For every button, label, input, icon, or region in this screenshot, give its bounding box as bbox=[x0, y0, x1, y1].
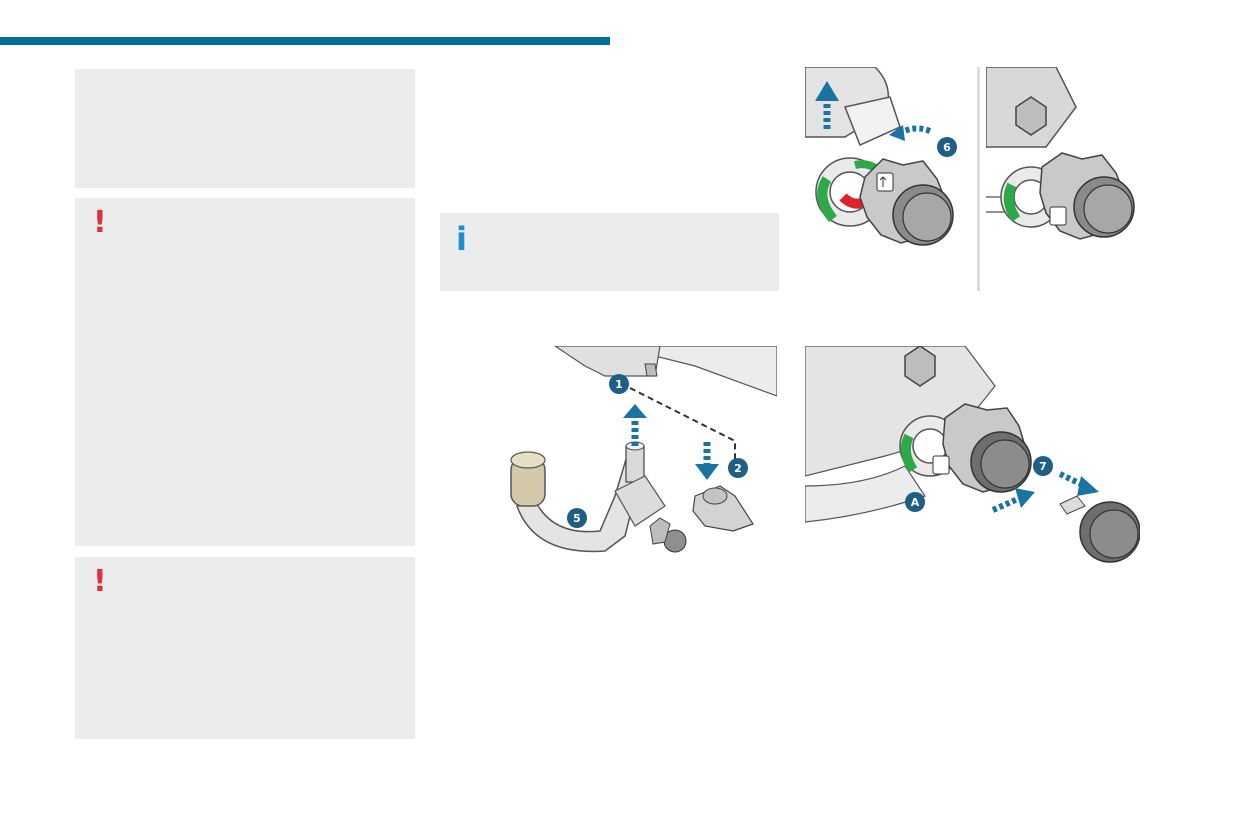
info-panel: i bbox=[440, 213, 779, 291]
warning-panel-1: ! bbox=[75, 198, 415, 546]
callout-2: 2 bbox=[728, 458, 748, 478]
warning-icon: ! bbox=[93, 205, 107, 240]
svg-text:A: A bbox=[911, 496, 920, 509]
illustration-remove-cap: 7 A bbox=[805, 346, 1140, 568]
chapter-header-bar bbox=[0, 37, 610, 45]
callout-1: 1 bbox=[609, 374, 629, 394]
illustration-divider bbox=[977, 67, 980, 291]
callout-5: 5 bbox=[567, 508, 587, 528]
warning-panel-2: ! bbox=[75, 557, 415, 739]
svg-text:2: 2 bbox=[734, 462, 742, 475]
info-icon: i bbox=[456, 220, 467, 258]
svg-text:5: 5 bbox=[573, 512, 581, 525]
svg-text:7: 7 bbox=[1039, 460, 1047, 473]
note-panel bbox=[75, 69, 415, 188]
illustration-locked-knob bbox=[986, 67, 1138, 253]
svg-text:1: 1 bbox=[615, 378, 623, 391]
callout-a: A bbox=[905, 492, 925, 512]
illustration-unlock-knob: 6 bbox=[805, 67, 965, 253]
svg-text:6: 6 bbox=[943, 141, 951, 154]
warning-icon: ! bbox=[93, 564, 107, 599]
callout-6: 6 bbox=[937, 137, 957, 157]
illustration-towball-fitting: 1 2 5 bbox=[495, 346, 777, 568]
callout-7: 7 bbox=[1033, 456, 1053, 476]
